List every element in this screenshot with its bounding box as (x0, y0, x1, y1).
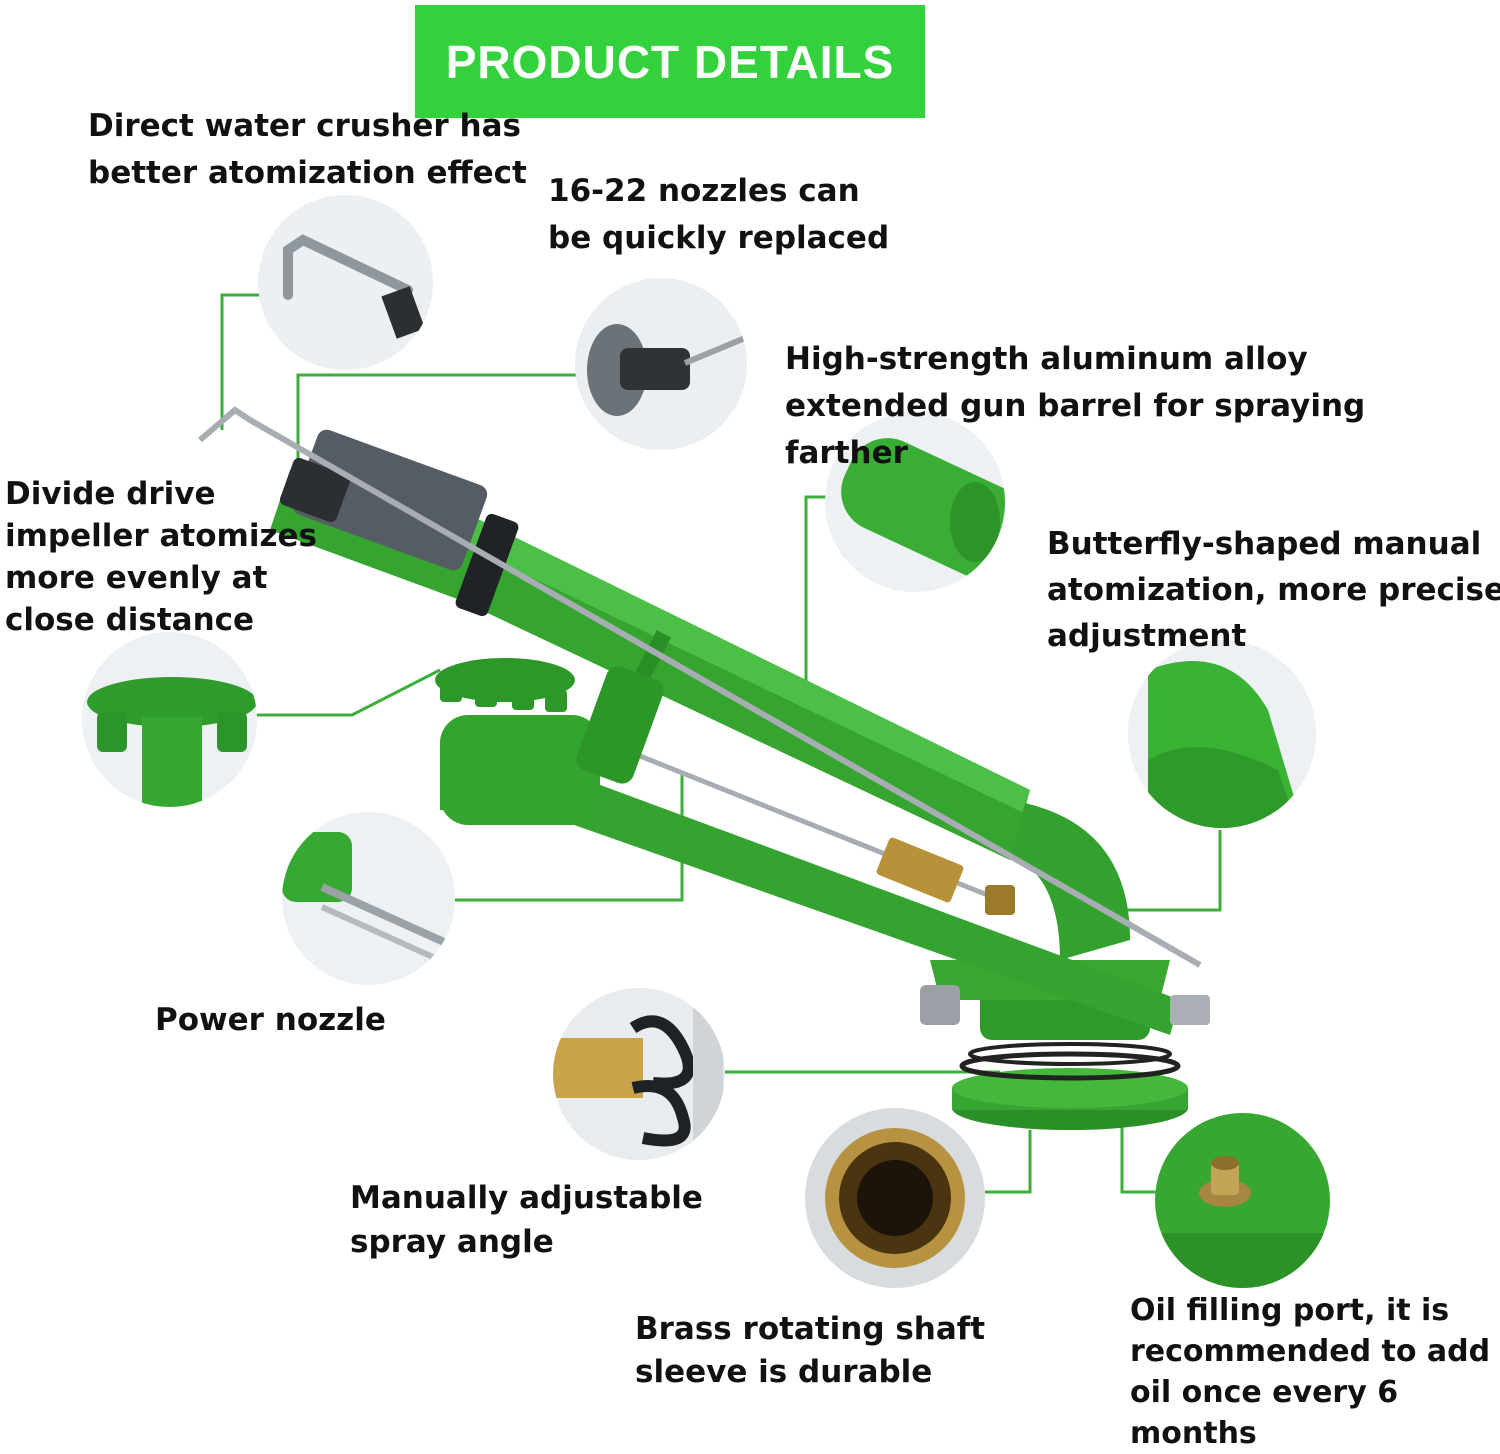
callout-brass-shaft-line2: sleeve is durable (635, 1354, 933, 1390)
detail-circle-nozzle (575, 278, 747, 450)
callout-barrel-line2: extended gun barrel for spraying (785, 388, 1366, 424)
leader-line-barrel (804, 495, 832, 690)
banner-title: PRODUCT DETAILS (445, 35, 895, 88)
sprinkler-gun (198, 406, 1210, 1130)
barrel-icon (825, 412, 1005, 592)
leader-line-brass-shaft (985, 1130, 1032, 1194)
callout-oil-port-line1: Oil filling port, it is (1130, 1293, 1450, 1328)
leader-line-butterfly (1120, 830, 1222, 912)
brass-sleeve-icon (805, 1108, 985, 1288)
butterfly-adjuster-icon (1128, 640, 1316, 828)
callout-barrel-line3: farther (785, 435, 908, 471)
callout-nozzles: 16-22 nozzles can be quickly replaced (548, 168, 889, 262)
callout-impeller-line4: close distance (5, 602, 255, 638)
detail-circle-brass-shaft (805, 1108, 985, 1288)
detail-circle-butterfly (1128, 640, 1316, 828)
callout-impeller: Divide drive impeller atomizes more even… (5, 473, 317, 641)
nozzle-icon (575, 278, 747, 450)
callout-butterfly-line3: adjustment (1047, 618, 1247, 654)
callout-butterfly-line1: Butterfly-shaped manual (1047, 526, 1482, 562)
callout-oil-port: Oil filling port, it is recommended to a… (1130, 1290, 1490, 1454)
leader-line-impeller (255, 668, 441, 717)
detail-circle-barrel (825, 412, 1005, 592)
callout-barrel-line1: High-strength aluminum alloy (785, 341, 1308, 377)
detail-circle-power-nozzle (282, 812, 455, 985)
detail-circle-crusher (258, 195, 433, 370)
callout-brass-shaft: Brass rotating shaft sleeve is durable (635, 1308, 985, 1394)
callout-water-crusher-line2: better atomization effect (88, 155, 527, 191)
detail-circle-oil-port (1155, 1113, 1330, 1288)
angle-adjuster-icon (553, 988, 725, 1160)
callout-barrel: High-strength aluminum alloy extended gu… (785, 336, 1365, 477)
product-details-banner: PRODUCT DETAILS (415, 5, 925, 118)
callout-oil-port-line2: recommended to add (1130, 1334, 1491, 1369)
callout-impeller-line2: impeller atomizes (5, 518, 317, 554)
leader-line-nozzles (296, 373, 580, 470)
detail-circle-impeller (82, 632, 257, 807)
callout-oil-port-line3: oil once every 6 (1130, 1375, 1399, 1410)
crusher-rod-icon (258, 195, 433, 370)
callout-spray-angle-line1: Manually adjustable (350, 1180, 703, 1216)
callout-impeller-line3: more evenly at (5, 560, 268, 596)
leader-line-water-crusher (220, 293, 262, 430)
callout-butterfly: Butterfly-shaped manual atomization, mor… (1047, 521, 1500, 659)
oil-port-icon (1155, 1113, 1330, 1288)
callout-spray-angle-line2: spray angle (350, 1224, 554, 1260)
power-nozzle-icon (282, 812, 455, 985)
callout-brass-shaft-line1: Brass rotating shaft (635, 1311, 986, 1347)
leader-line-oil-port (1120, 1120, 1160, 1194)
callout-impeller-line1: Divide drive (5, 476, 216, 512)
callout-power-nozzle: Power nozzle (155, 998, 386, 1043)
callout-power-nozzle-line1: Power nozzle (155, 1002, 386, 1038)
callout-water-crusher: Direct water crusher has better atomizat… (88, 103, 527, 197)
detail-circle-spray-angle (553, 988, 725, 1160)
callout-nozzles-line1: 16-22 nozzles can (548, 173, 860, 209)
impeller-icon (82, 632, 257, 807)
callout-spray-angle: Manually adjustable spray angle (350, 1176, 703, 1264)
callout-nozzles-line2: be quickly replaced (548, 220, 890, 256)
callout-oil-port-line4: months (1130, 1416, 1257, 1451)
callout-butterfly-line2: atomization, more precise (1047, 572, 1500, 608)
callout-water-crusher-line1: Direct water crusher has (88, 108, 521, 144)
